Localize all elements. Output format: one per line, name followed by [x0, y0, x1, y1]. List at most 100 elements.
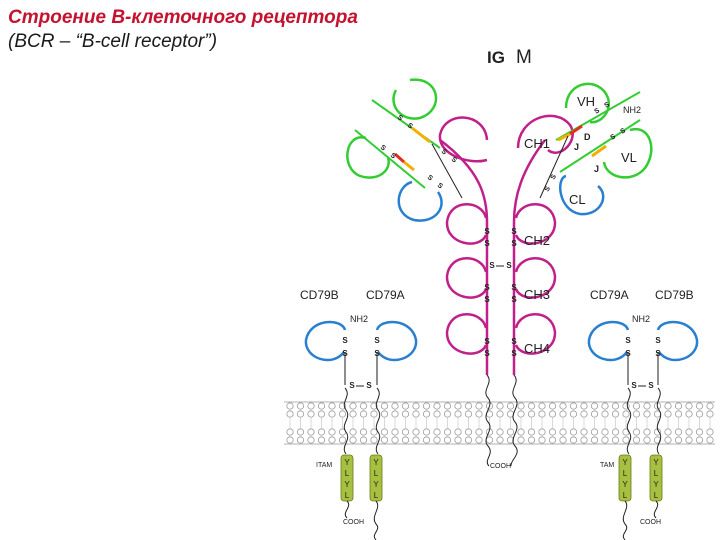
- lipid-head: [443, 410, 452, 418]
- lipid-head: [286, 428, 294, 436]
- disulfide-s: S: [342, 336, 348, 345]
- vh-nh2-label: NH2: [623, 105, 641, 115]
- lipid-head: [601, 410, 609, 418]
- fab-right: S S S S S S VH NH2 D J VL J CL: [539, 82, 653, 216]
- disulfide-s: S: [406, 122, 414, 131]
- ch3-label: CH3: [524, 287, 550, 302]
- lipid-head: [643, 436, 651, 444]
- lipid-head: [412, 436, 420, 444]
- lipid-head: [695, 410, 704, 418]
- cd79a-left-tm: [375, 387, 381, 455]
- itam-motif-residue: L: [623, 469, 628, 478]
- cd79a-right-label: CD79A: [590, 288, 629, 302]
- lipid-head: [538, 402, 546, 410]
- lipid-head: [695, 436, 704, 444]
- lipid-head: [391, 410, 399, 418]
- lipid-head: [548, 410, 557, 418]
- lipid-head: [296, 402, 305, 410]
- disulfide-s: S: [440, 148, 448, 157]
- itam-motif-residue: Y: [344, 458, 350, 467]
- disulfide-s: S: [603, 101, 611, 110]
- lipid-head: [464, 402, 473, 410]
- lipid-head: [443, 428, 452, 436]
- lipid-head: [349, 410, 357, 418]
- slide-subtitle: (BCR – “B-cell receptor”): [8, 31, 218, 52]
- lipid-head: [527, 428, 536, 436]
- vh-domain-right: [564, 82, 611, 124]
- itam-motif-residue: Y: [373, 480, 379, 489]
- lipid-head: [317, 428, 326, 436]
- lipid-head: [422, 428, 431, 436]
- heavy-chain-right-tm: [510, 374, 518, 467]
- lipid-head: [496, 428, 504, 436]
- disulfide-s: S: [609, 133, 617, 142]
- disulfide-s: S: [506, 261, 512, 270]
- lipid-head: [622, 436, 630, 444]
- ch2-label: CH2: [524, 233, 550, 248]
- hinge-disulfides: S S S S S S S S S S S S S S: [484, 227, 517, 358]
- lipid-head: [286, 402, 294, 410]
- lipid-head: [464, 428, 473, 436]
- lipid-head: [496, 436, 504, 444]
- lipid-head: [632, 402, 641, 410]
- itam-motif-residue: L: [374, 491, 379, 500]
- lipid-head: [317, 410, 326, 418]
- lipid-head: [695, 428, 704, 436]
- lipid-head: [422, 410, 431, 418]
- lipid-head: [412, 402, 420, 410]
- lipid-head: [674, 402, 683, 410]
- itam-motif-residue: L: [345, 469, 350, 478]
- disulfide-s: S: [511, 295, 517, 304]
- itam-motif-residue: Y: [653, 480, 659, 489]
- itam-motif-residue: L: [374, 469, 379, 478]
- lipid-head: [338, 436, 347, 444]
- lipid-head: [538, 410, 546, 418]
- disulfide-s: S: [655, 349, 661, 358]
- itam-motif-cd79a-left: Y L Y L: [373, 458, 379, 500]
- lipid-head: [643, 428, 651, 436]
- disulfide-s: S: [374, 336, 380, 345]
- lipid-head: [601, 436, 609, 444]
- lipid-head: [380, 428, 389, 436]
- lipid-head: [527, 410, 536, 418]
- lipid-head: [307, 402, 315, 410]
- lipid-head: [307, 410, 315, 418]
- lipid-heads: [286, 402, 714, 444]
- disulfide-s: S: [349, 381, 355, 390]
- lipid-head: [706, 436, 714, 444]
- disulfide-s: S: [389, 152, 397, 161]
- lipid-head: [664, 436, 672, 444]
- lipid-head: [401, 436, 410, 444]
- igm-heavy-chains: COOH CH1 CH2 CH3 CH4 S S S S S S S S S S…: [438, 114, 574, 470]
- cd79-left: CD79B CD79A NH2 S S S S S S ITAM Y L Y L…: [300, 288, 418, 540]
- lipid-head: [611, 436, 620, 444]
- j-segment-left-light: [403, 160, 415, 172]
- disulfide-s: S: [396, 114, 404, 123]
- lipid-head: [443, 436, 452, 444]
- itam-left-label: ITAM: [316, 462, 332, 469]
- lipid-head: [454, 402, 462, 410]
- cl-domain-left: [397, 180, 443, 222]
- disulfide-s: S: [374, 349, 380, 358]
- lipid-head: [622, 410, 630, 418]
- lipid-head: [664, 402, 672, 410]
- cd79a-left-label: CD79A: [366, 288, 405, 302]
- lipid-head: [475, 436, 483, 444]
- lipid-head: [412, 410, 420, 418]
- lipid-head: [601, 428, 609, 436]
- lipid-head: [359, 402, 368, 410]
- vl-label: VL: [621, 150, 637, 165]
- lipid-head: [685, 428, 693, 436]
- lipid-head: [559, 436, 567, 444]
- heavy-chain-left-tm: [485, 374, 491, 467]
- disulfide-s: S: [544, 185, 553, 193]
- lipid-head: [517, 436, 525, 444]
- lipid-head: [464, 410, 473, 418]
- disulfide-s: S: [511, 227, 517, 236]
- lipid-head: [643, 402, 651, 410]
- cd79-right-nh2: NH2: [632, 314, 650, 324]
- cd79b-left-tail: [344, 500, 350, 519]
- lipid-head: [706, 402, 714, 410]
- heavy-chain-right-stalk: [512, 139, 546, 375]
- lipid-head: [422, 436, 431, 444]
